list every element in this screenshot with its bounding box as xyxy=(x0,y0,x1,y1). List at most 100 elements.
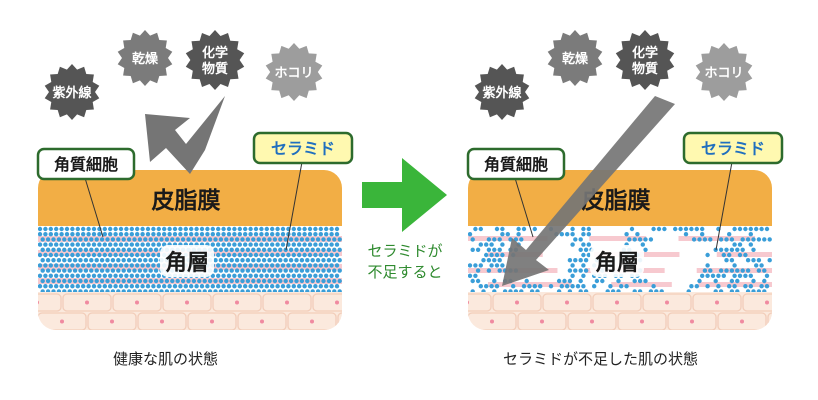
ceramide-dot xyxy=(218,237,224,242)
ceramide-dot xyxy=(511,284,516,289)
ceramide-dot xyxy=(581,226,586,232)
ceramide-dot xyxy=(748,284,753,289)
ceramide-dot xyxy=(54,242,59,247)
ceramide-dot xyxy=(259,232,264,237)
ceramide-dot xyxy=(256,278,261,284)
ceramide-dot xyxy=(205,226,210,232)
ceramide-dot xyxy=(59,242,64,247)
ceramide-dot xyxy=(581,242,586,247)
ceramide-dot xyxy=(137,268,143,273)
corneocyte-label: 角質細胞 xyxy=(54,155,118,174)
ceramide-dot xyxy=(559,284,564,289)
ceramide-dot xyxy=(113,263,118,268)
ceramide-dot xyxy=(56,237,62,242)
ceramide-dot xyxy=(261,258,267,263)
ceramide-dot xyxy=(756,258,762,263)
ceramide-dot xyxy=(54,273,59,278)
cell-nucleus xyxy=(565,300,569,305)
ceramide-dot xyxy=(721,273,726,278)
ceramide-dot xyxy=(108,263,113,268)
cell-nucleus xyxy=(615,300,619,305)
ceramide-dot xyxy=(38,263,43,268)
ceramide-dot xyxy=(484,252,489,258)
ceramide-dot xyxy=(218,247,224,252)
ceramide-dot xyxy=(280,226,286,232)
ceramide-dot xyxy=(175,278,180,284)
corneocyte-stripe xyxy=(716,252,772,257)
ceramide-dot xyxy=(619,284,624,289)
ceramide-dot xyxy=(237,273,242,278)
ceramide-dot xyxy=(624,284,629,289)
ceramide-dot xyxy=(291,263,296,268)
starburst-shape xyxy=(117,30,173,86)
ceramide-dot xyxy=(213,237,218,242)
ceramide-dot xyxy=(492,278,497,284)
ceramide-dot xyxy=(113,226,118,232)
ceramide-dot xyxy=(248,226,253,232)
ceramide-dot xyxy=(573,258,578,263)
ceramide-dot xyxy=(113,232,118,237)
cell-nucleus xyxy=(335,300,339,305)
ceramide-dot xyxy=(264,273,269,278)
ceramide-dot xyxy=(332,247,337,252)
cell-nucleus xyxy=(185,300,189,305)
ceramide-dot xyxy=(43,252,48,258)
ceramide-dot xyxy=(89,278,94,284)
ceramide-dot xyxy=(632,278,637,284)
ceramide-dot xyxy=(294,278,299,284)
ceramide-dot xyxy=(126,268,132,273)
ceramide-dot xyxy=(72,237,78,242)
ceramide-dot xyxy=(324,252,329,258)
ceramide-dot xyxy=(767,237,772,242)
cell-nucleus xyxy=(640,319,644,324)
ceramide-dot xyxy=(583,247,589,252)
ceramide-dot xyxy=(745,268,751,273)
ceramide-dot xyxy=(243,263,248,268)
ceramide-dot xyxy=(318,242,323,247)
ceramide-dot xyxy=(229,237,234,242)
ceramide-dot xyxy=(302,232,307,237)
ceramide-dot xyxy=(48,263,53,268)
ceramide-dot xyxy=(91,242,97,247)
ceramide-dot xyxy=(245,278,251,284)
ceramide-dot xyxy=(210,242,215,247)
ceramide-dot xyxy=(727,284,732,289)
ceramide-dot xyxy=(243,242,248,247)
ceramide-dot xyxy=(205,284,210,289)
ceramide-dot xyxy=(313,226,318,232)
ceramide-dot xyxy=(64,226,70,232)
ceramide-dot xyxy=(140,242,145,247)
cell-nucleus xyxy=(210,319,214,324)
ceramide-dot xyxy=(600,278,605,284)
starburst-shape xyxy=(474,64,530,120)
ceramide-dot xyxy=(129,263,134,268)
ceramide-dot xyxy=(256,237,261,242)
ceramide-dot xyxy=(280,242,286,247)
ceramide-dot xyxy=(500,242,505,247)
ceramide-dot xyxy=(275,242,280,247)
ceramide-dot xyxy=(116,237,121,242)
ceramide-dot xyxy=(221,252,226,258)
ceramide-dot xyxy=(270,284,275,289)
ceramide-dot xyxy=(221,273,226,278)
ceramide-dot xyxy=(237,232,242,237)
ceramide-dot xyxy=(299,258,305,263)
ceramide-dot xyxy=(240,258,245,263)
ceramide-dot xyxy=(140,273,145,278)
ceramide-dot xyxy=(121,268,126,273)
cell-nucleus xyxy=(135,300,139,305)
ceramide-dot xyxy=(54,252,59,258)
ceramide-dot xyxy=(689,284,694,289)
ceramide-dot xyxy=(478,284,483,289)
healthy-skin-caption: 健康な肌の状態 xyxy=(113,350,219,368)
ceramide-dot xyxy=(151,284,156,289)
ceramide-dot xyxy=(232,273,237,278)
ceramide-dot xyxy=(737,226,743,232)
stressor-label-line-1: 化学 xyxy=(632,45,658,61)
ceramide-dot xyxy=(67,247,72,252)
ceramide-dot xyxy=(202,278,207,284)
ceramide-dot xyxy=(334,242,340,247)
ceramide-dot xyxy=(126,237,132,242)
ceramide-dot xyxy=(183,232,188,237)
